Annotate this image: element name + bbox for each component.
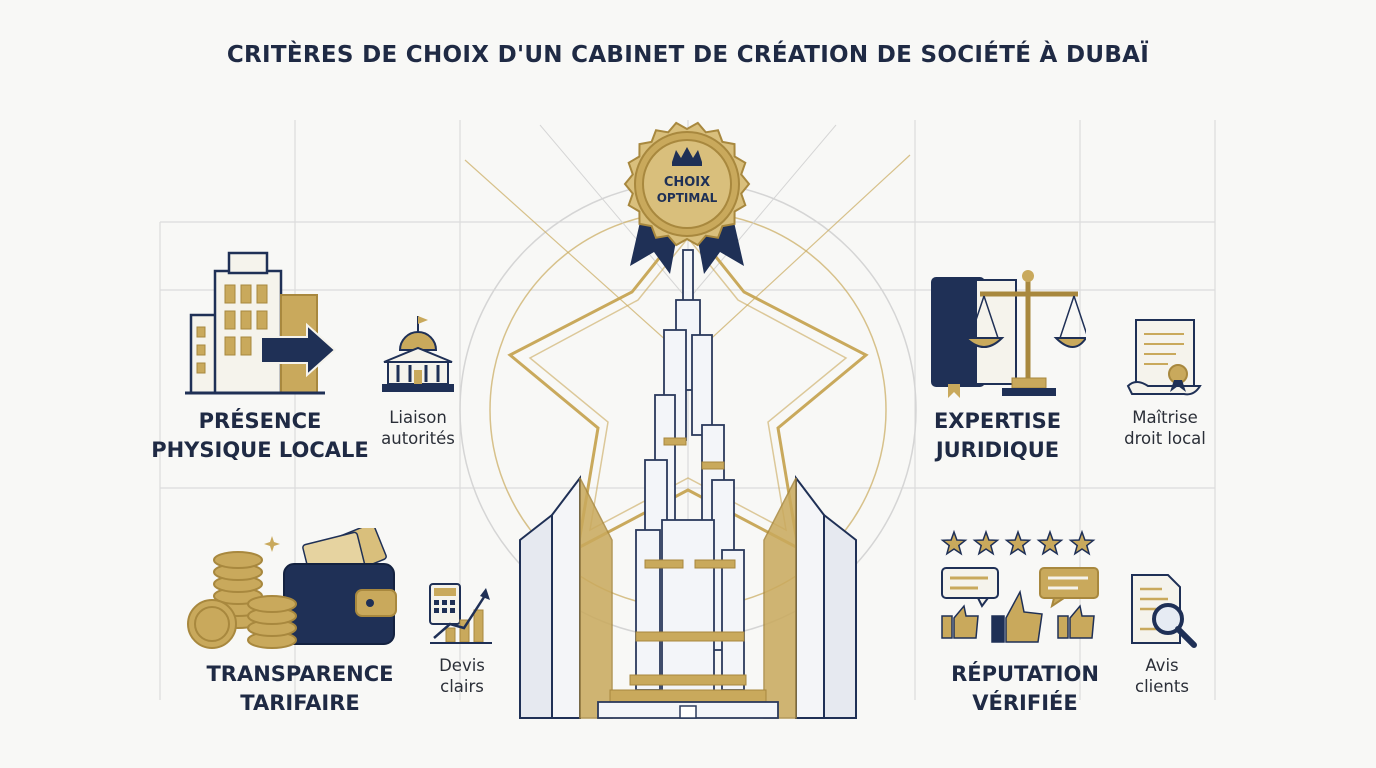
choix-optimal-badge: CHOIX OPTIMAL [623,121,751,274]
rating-star-icon [972,529,1000,556]
rating-star-icon [1036,529,1064,556]
calculator-chart-icon [429,583,492,644]
certificate-scroll-icon [1126,319,1202,396]
rating-star-icon [1004,529,1032,556]
rating-star-icon [940,529,968,556]
badge-line1: CHOIX [664,175,710,190]
criterion-title-presence: PRÉSENCE PHYSIQUE LOCALE [151,409,369,462]
detail-devis-clairs: Devis clairs [439,656,485,696]
rating-star-icon [1068,529,1096,556]
stars-reviews-icon [940,529,1099,643]
coins-wallet-icon [187,528,397,649]
office-building-arrow-icon [185,251,337,395]
criterion-title-transparence: TRANSPARENCE TARIFAIRE [206,662,394,715]
crown-icon [672,147,702,166]
government-building-icon [382,316,454,392]
badge-line2: OPTIMAL [657,191,718,205]
page-title: CRITÈRES DE CHOIX D'UN CABINET DE CRÉATI… [226,42,1150,68]
document-magnifier-icon [1131,574,1197,648]
law-book-scales-icon [931,270,1086,398]
detail-avis-clients: Avis clients [1135,656,1189,696]
detail-maitrise-droit-local: Maîtrise droit local [1124,408,1206,448]
detail-liaison-autorites: Liaison autorités [381,408,455,448]
criterion-title-reputation: RÉPUTATION VÉRIFIÉE [951,662,1099,715]
criterion-title-expertise: EXPERTISE JURIDIQUE [933,409,1062,462]
